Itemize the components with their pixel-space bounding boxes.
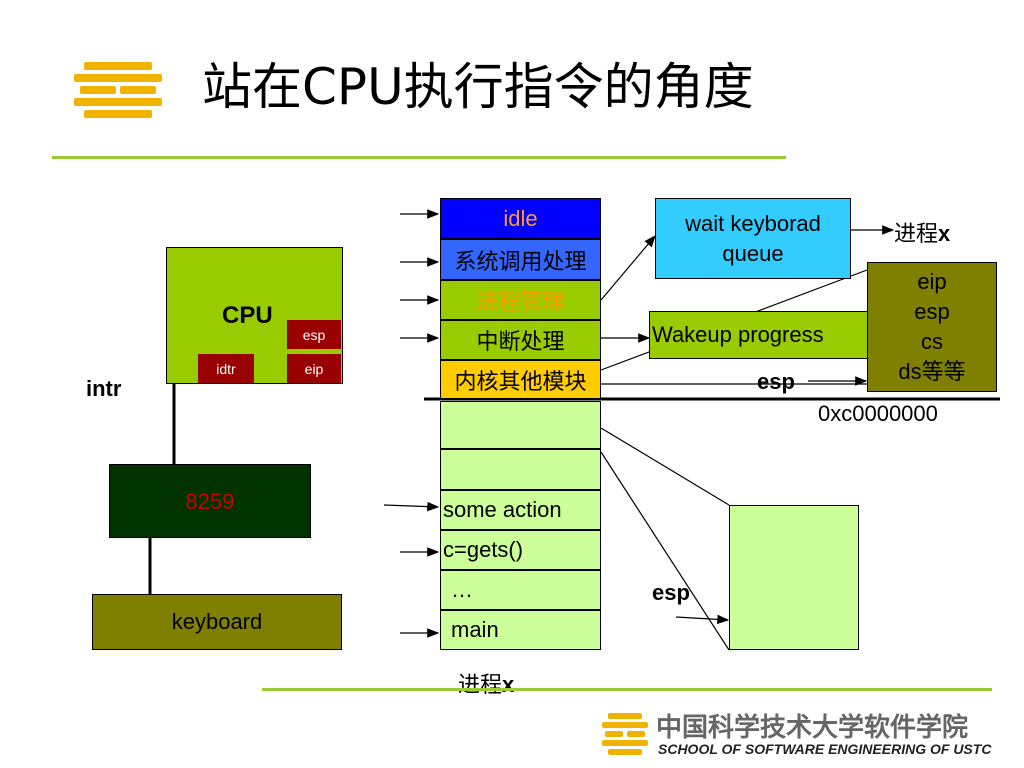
user-stack-cell (440, 449, 601, 490)
saved-context-block: eip esp cs ds等等 (867, 262, 997, 392)
page-title: 站在CPU执行指令的角度 (202, 58, 754, 116)
wakeup-progress-block: Wakeup progress (649, 311, 869, 359)
arrow-esp-lower (675, 614, 730, 625)
line-to-green-top (600, 427, 730, 506)
pic-8259-block: 8259 (109, 464, 311, 538)
esp-label-upper: esp (757, 369, 795, 394)
process-x-text: 进程x (894, 221, 951, 246)
context-line-cs: cs (921, 329, 943, 354)
user-stack-frame-block (729, 505, 859, 650)
esp-register: esp (287, 320, 341, 349)
user-stack-cell: main (440, 610, 601, 650)
kernel-stack-cell: 内核其他模块 (440, 360, 601, 399)
context-line-esp: esp (914, 299, 950, 324)
keyboard-block: keyboard (92, 594, 342, 650)
user-stack-cell: … (440, 570, 601, 610)
line-to-green-bottom (600, 451, 730, 651)
school-logo-icon (74, 62, 162, 118)
context-line-ds: ds等等 (898, 359, 966, 384)
kernel-stack-cell: 系统调用处理 (440, 239, 601, 280)
esp-label-lower: esp (652, 580, 690, 605)
wait-keyboard-queue: wait keyborad queue (655, 198, 851, 279)
context-line-eip: eip (917, 269, 947, 294)
arrow-to-wait-queue (600, 235, 656, 301)
title-divider (52, 156, 786, 159)
footer-logo-icon (602, 713, 648, 755)
school-name-cn: 中国科学技术大学软件学院 (656, 713, 969, 743)
kernel-boundary-address: 0xc0000000 (818, 401, 938, 426)
cpu-label: CPU (222, 302, 273, 329)
intr-label: intr (86, 376, 122, 401)
school-name-en: SCHOOL OF SOFTWARE ENGINEERING OF USTC (658, 741, 992, 757)
arrow-to-some-action (383, 501, 440, 512)
process-x-label-bottom: 进程x (458, 672, 515, 697)
kernel-stack-cell: idle (440, 198, 601, 239)
user-stack-cell: some action (440, 490, 601, 530)
eip-register: eip (287, 354, 341, 383)
idtr-register: idtr (198, 354, 254, 383)
user-stack-cell (440, 401, 601, 449)
user-stack-cell: c=gets() (440, 530, 601, 570)
footer-divider (262, 688, 992, 691)
kernel-stack-cell: 中断处理 (440, 320, 601, 360)
kernel-stack-cell: 进程管理 (440, 280, 601, 320)
process-x-label-top: 进程x (894, 216, 950, 248)
